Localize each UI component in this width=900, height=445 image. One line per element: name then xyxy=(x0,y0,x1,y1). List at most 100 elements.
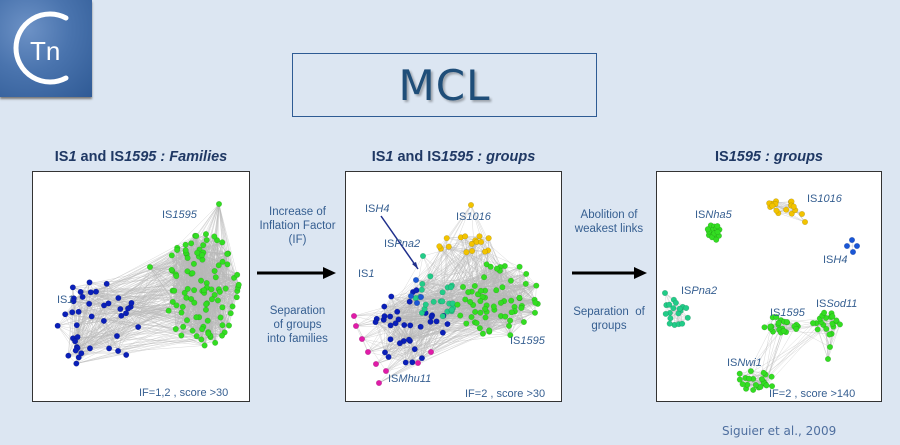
node-is1 xyxy=(444,321,451,328)
panel-title-groups: IS1 and IS1595 : groups xyxy=(345,149,562,165)
node-is1595 xyxy=(168,252,175,259)
edge xyxy=(218,203,238,275)
title-part: : Families xyxy=(156,149,228,165)
label-is1595: IS1595 xyxy=(162,209,198,221)
node-issod11 xyxy=(826,331,833,338)
edge xyxy=(218,203,231,314)
node-issod11 xyxy=(829,313,836,320)
node-ismhu11 xyxy=(352,322,359,329)
node-is1 xyxy=(123,310,130,317)
node-is1 xyxy=(115,294,122,301)
node-is1595 xyxy=(193,314,200,321)
edge xyxy=(395,323,401,344)
edge xyxy=(417,301,441,364)
node-is1 xyxy=(118,312,125,319)
node-ismhu11 xyxy=(414,359,421,366)
edge xyxy=(367,304,426,353)
edge xyxy=(81,308,121,354)
node-teal xyxy=(430,298,437,305)
node-is1 xyxy=(73,360,80,367)
node-is1016 xyxy=(773,207,780,214)
node-is1016 xyxy=(443,235,450,242)
node-is1 xyxy=(72,338,79,345)
node-is1595 xyxy=(472,308,479,315)
edge xyxy=(778,212,806,223)
node-ish4 xyxy=(843,242,850,249)
node-isnwi1 xyxy=(763,382,770,389)
nodes xyxy=(350,202,541,386)
node-teal xyxy=(447,284,454,291)
text-line: into families xyxy=(267,333,328,345)
edge xyxy=(482,333,511,336)
label-is1595: IS1595 xyxy=(770,307,806,319)
node-is1595 xyxy=(193,333,200,340)
node-ish4 xyxy=(413,299,420,306)
node-ismhu11 xyxy=(376,379,383,386)
node-isnwi1 xyxy=(747,368,754,375)
edge xyxy=(89,275,177,305)
node-issod11 xyxy=(821,309,828,316)
node-is1595 xyxy=(182,241,189,248)
node-ispna2 xyxy=(683,305,690,312)
node-is1595 xyxy=(506,322,513,329)
node-is1595 xyxy=(216,288,223,295)
node-is1595 xyxy=(212,339,219,346)
node-teal xyxy=(448,306,455,313)
title-part: : groups xyxy=(760,149,823,165)
node-is1595 xyxy=(224,250,231,257)
panel-groups: ISH4 IS1016 ISPna2 IS1 IS1595 ISMhu11 IF… xyxy=(345,171,562,402)
node-is1595 xyxy=(189,270,196,277)
node-is1595 xyxy=(183,317,190,324)
node-ispna2 xyxy=(662,310,669,317)
edge xyxy=(194,289,212,303)
node-is1016 xyxy=(783,206,790,213)
edge xyxy=(422,276,485,285)
node-is1016 xyxy=(436,243,443,250)
node-is1 xyxy=(381,349,388,356)
edge xyxy=(378,330,490,384)
edge xyxy=(739,328,783,380)
nodes xyxy=(661,198,860,393)
node-is1595 xyxy=(202,231,209,238)
edge xyxy=(76,290,173,326)
node-is1595 xyxy=(146,263,153,270)
edge xyxy=(181,335,202,340)
node-is1595 xyxy=(520,319,527,326)
node-is1595 xyxy=(198,277,205,284)
node-is1 xyxy=(73,322,80,329)
text-line: Increase of xyxy=(269,206,326,218)
node-is1 xyxy=(381,303,388,310)
edge xyxy=(765,331,784,385)
node-is1595 xyxy=(497,299,504,306)
edge xyxy=(78,311,205,346)
node-is1016 xyxy=(798,211,805,218)
node-ispna2 xyxy=(670,305,677,312)
text-line: Separation of xyxy=(573,306,645,318)
node-ish4 xyxy=(408,292,415,299)
edge xyxy=(462,241,482,288)
edge xyxy=(375,321,410,340)
node-issod11 xyxy=(836,321,843,328)
edge xyxy=(415,248,442,281)
node-isnwi1 xyxy=(736,370,743,377)
parameters-footer: IF=1,2 , score >30 xyxy=(139,387,228,399)
title-part: IS xyxy=(54,149,69,165)
edge xyxy=(353,315,369,353)
node-is1 xyxy=(407,322,414,329)
title-part: 1 xyxy=(385,149,394,165)
edge xyxy=(204,300,219,346)
label-issod11: ISSod11 xyxy=(816,298,857,310)
node-is1016 xyxy=(476,233,483,240)
edge xyxy=(466,292,469,324)
edge xyxy=(417,309,452,364)
node-is1595 xyxy=(188,296,195,303)
edge xyxy=(192,320,208,331)
node-teal xyxy=(427,273,434,280)
edge xyxy=(57,312,73,326)
edge xyxy=(361,338,419,364)
node-is1 xyxy=(433,318,440,325)
edge xyxy=(493,287,503,307)
node-is1595 xyxy=(493,287,500,294)
node-is1595 xyxy=(172,326,179,333)
node-is1595 xyxy=(773,314,780,321)
